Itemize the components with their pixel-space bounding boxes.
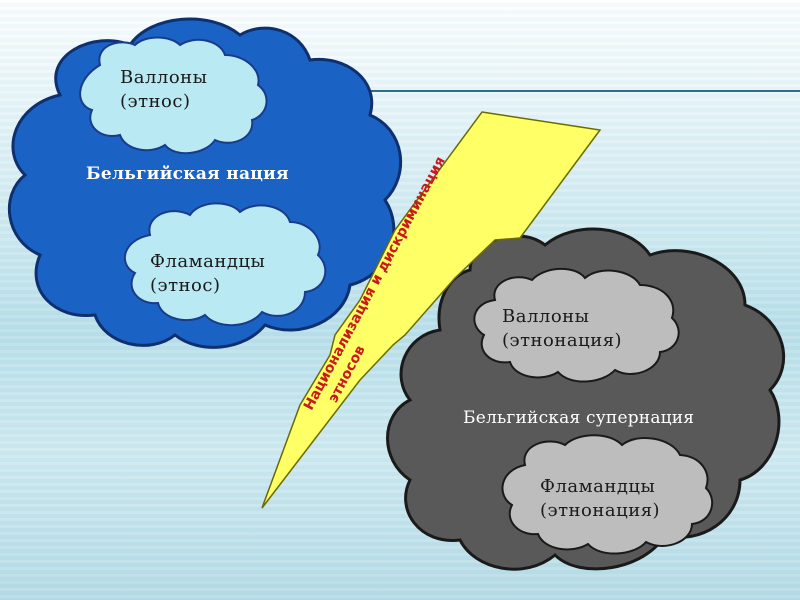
walloons-ethnos-line2: (этнос): [120, 91, 191, 112]
walloons-ethnonation-label: Валлоны (этнонация): [502, 305, 622, 353]
walloons-ethnonation-line1: Валлоны: [502, 306, 590, 327]
flemish-ethnos-line2: (этнос): [150, 275, 221, 296]
walloons-ethnonation-cloud: [473, 267, 680, 383]
flemish-ethnos-label: Фламандцы (этнос): [150, 250, 265, 298]
flemish-ethnos-cloud: [124, 202, 327, 327]
nation-label: Бельгийская нация: [86, 164, 289, 184]
supernation-label: Бельгийская супернация: [463, 408, 695, 428]
flemish-ethnonation-line2: (этнонация): [540, 500, 661, 521]
flemish-ethnonation-label: Фламандцы (этнонация): [540, 475, 660, 523]
walloons-ethnos-label: Валлоны (этнос): [120, 66, 208, 114]
flemish-ethnonation-cloud: [501, 434, 714, 555]
lightning-bolt: [261, 111, 602, 509]
walloons-ethnos-cloud: [79, 36, 268, 155]
walloons-ethnonation-line2: (этнонация): [502, 330, 623, 351]
flemish-ethnonation-line1: Фламандцы: [540, 476, 656, 497]
flemish-ethnos-line1: Фламандцы: [150, 251, 266, 272]
walloons-ethnos-line1: Валлоны: [120, 67, 208, 88]
horizontal-rule: [360, 90, 800, 92]
